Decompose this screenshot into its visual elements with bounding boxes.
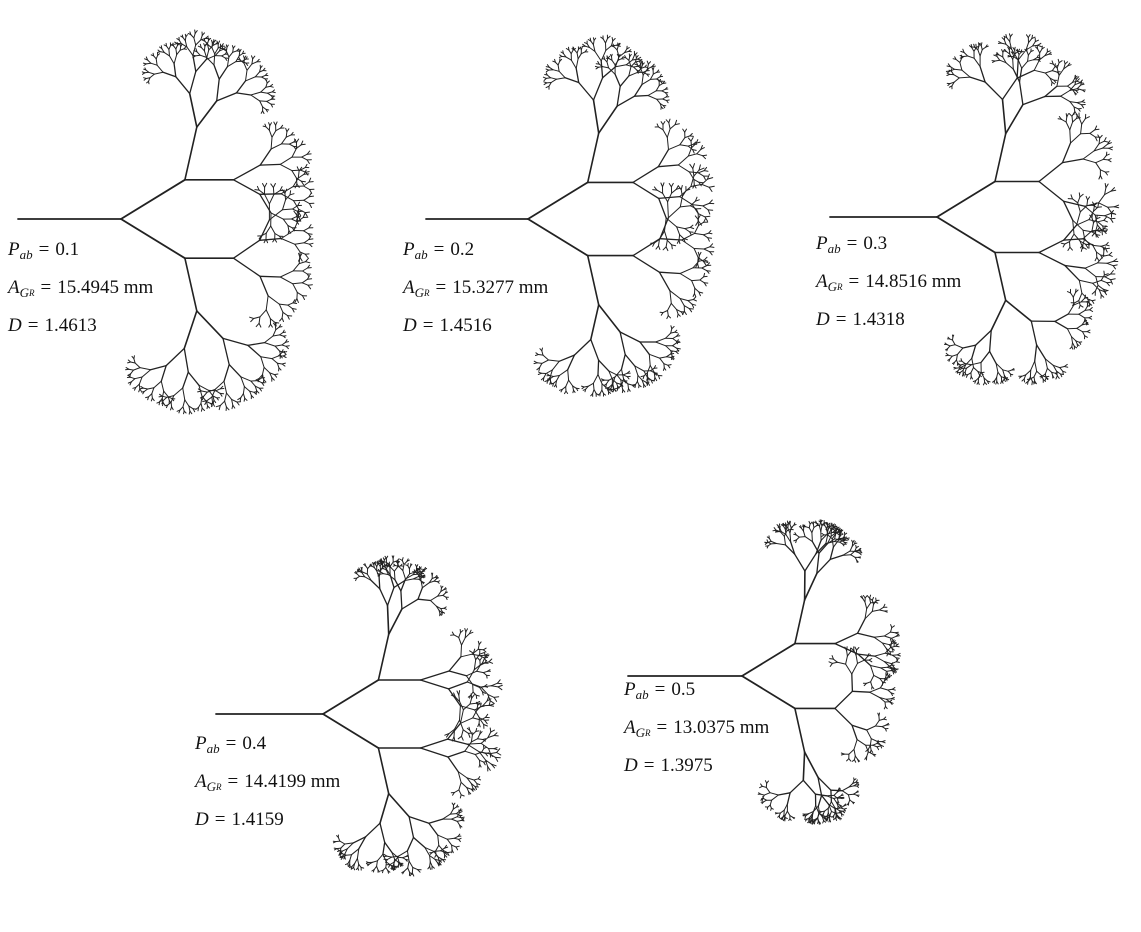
panel-5-d: D =1.3975 (624, 756, 769, 794)
panel-1-d: D =1.4613 (8, 316, 153, 354)
fractal-tree-1 (18, 30, 314, 414)
panel-2-d: D =1.4516 (403, 316, 548, 354)
panel-3-d: D =1.4318 (816, 310, 961, 348)
panel-4-d: D =1.4159 (195, 810, 340, 848)
